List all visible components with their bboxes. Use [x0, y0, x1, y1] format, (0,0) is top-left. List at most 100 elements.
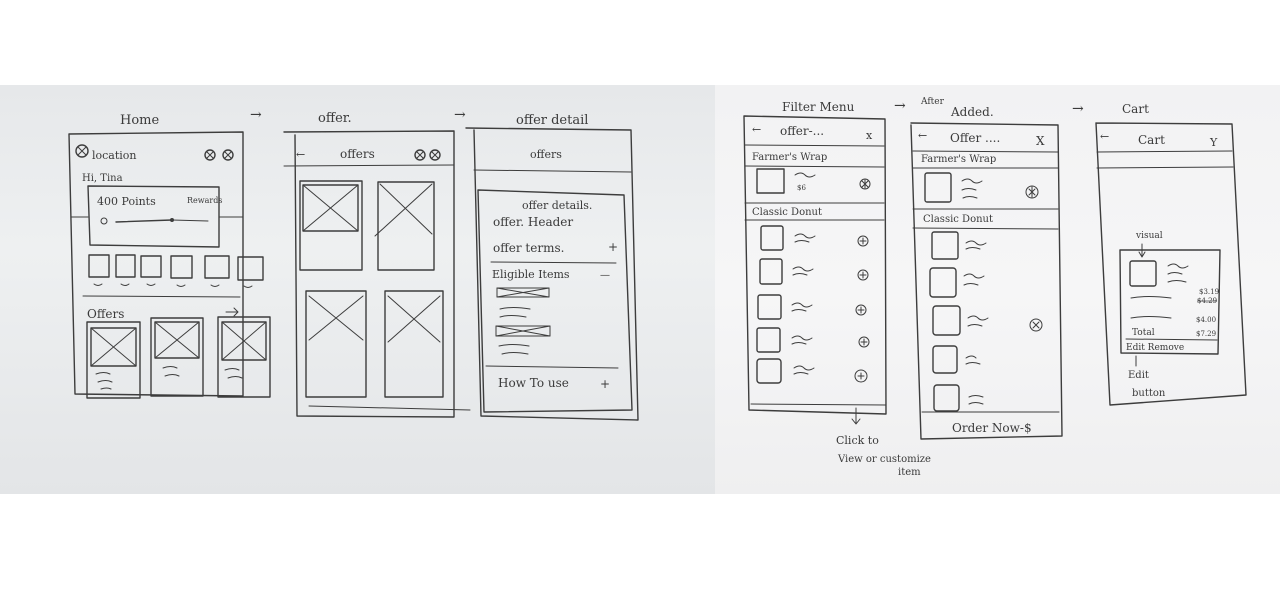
profile-icon[interactable]: [222, 149, 234, 161]
donut-items: [756, 225, 870, 384]
after-added-title: Added.: [950, 105, 994, 119]
list-item[interactable]: [929, 267, 957, 298]
flow-arrow: →: [894, 98, 906, 114]
list-item[interactable]: [932, 345, 958, 374]
offer-screen-title: offer.: [318, 111, 352, 126]
filter-note-line2: View or customize: [837, 454, 931, 465]
cart-phone-frame: [1095, 122, 1247, 406]
how-to-use-label[interactable]: How To use: [498, 376, 569, 390]
filter-note-line1: Click to: [836, 434, 879, 447]
add-item-icon[interactable]: [858, 336, 870, 348]
back-arrow-icon[interactable]: ←: [918, 129, 927, 142]
offer-card[interactable]: [384, 290, 444, 398]
down-arrow: [851, 407, 861, 425]
offer-card[interactable]: [299, 180, 363, 271]
close-icon[interactable]: x: [866, 129, 873, 142]
profile-icon[interactable]: [429, 149, 441, 161]
close-icon[interactable]: Y: [1209, 136, 1218, 149]
cart-summary-card: [1119, 249, 1221, 355]
offer-detail-header: offers: [530, 148, 562, 161]
offer-card[interactable]: [305, 290, 367, 398]
list-item[interactable]: [933, 384, 960, 412]
home-location[interactable]: location: [92, 149, 137, 162]
see-all-arrow-icon[interactable]: [225, 307, 239, 317]
expand-how-to-use-icon[interactable]: +: [600, 377, 610, 391]
cart-item-visual: [1129, 260, 1157, 287]
paper-photo-left: [0, 85, 715, 494]
notification-icon[interactable]: [204, 149, 216, 161]
cart-screen-title: Cart: [1122, 102, 1149, 116]
back-arrow-icon[interactable]: ←: [1100, 130, 1109, 143]
list-item[interactable]: [760, 225, 784, 251]
category-item[interactable]: [88, 254, 110, 278]
filter-menu-title: Filter Menu: [782, 100, 855, 114]
offer-detail-title: offer detail: [516, 113, 588, 128]
category-item[interactable]: [237, 256, 264, 281]
back-arrow-icon[interactable]: ←: [752, 123, 761, 136]
section-farmers-wrap: Farmer's Wrap: [921, 154, 996, 165]
rewards-link[interactable]: Rewards: [187, 196, 222, 205]
add-item-icon[interactable]: [859, 178, 871, 190]
section-farmers-wrap: Farmer's Wrap: [752, 152, 827, 163]
list-item[interactable]: $6: [756, 168, 871, 194]
add-item-icon[interactable]: [857, 269, 869, 281]
offer-detail-screen: offer detail offers offer details. offer…: [465, 113, 639, 421]
filter-menu-screen: Filter Menu ← offer-... x Farmer's Wrap …: [743, 100, 931, 478]
home-greeting: Hi, Tina: [82, 173, 123, 184]
flow-arrow: →: [1072, 101, 1084, 117]
added-item-icon[interactable]: [1025, 185, 1039, 199]
collapse-items-icon[interactable]: —: [600, 270, 610, 281]
eligible-item[interactable]: [496, 287, 550, 298]
offer-detail-phone-frame: [465, 127, 639, 421]
category-item[interactable]: [140, 255, 162, 278]
offer-terms-label[interactable]: offer terms.: [493, 241, 564, 255]
notification-icon[interactable]: [414, 149, 426, 161]
after-added-header: Offer ....: [950, 131, 1000, 145]
eligible-item[interactable]: [495, 325, 551, 337]
paper-photo-right: [715, 85, 1280, 494]
home-title: Home: [120, 113, 159, 128]
back-arrow-icon[interactable]: ←: [296, 148, 305, 161]
offer-grid: [299, 180, 444, 398]
list-item[interactable]: [756, 327, 781, 353]
add-item-icon[interactable]: [855, 304, 867, 316]
cart-price-1: $3.19: [1199, 288, 1219, 296]
eligible-items-label[interactable]: Eligible Items: [492, 268, 570, 281]
points-card[interactable]: [87, 185, 220, 248]
visual-annotation: visual: [1135, 231, 1163, 241]
offer-details-heading: offer details.: [522, 199, 592, 212]
list-item[interactable]: [932, 305, 961, 336]
offer-card[interactable]: [150, 317, 204, 397]
cart-total-value: $7.29: [1196, 330, 1216, 338]
add-item-icon[interactable]: [857, 235, 869, 247]
offer-card[interactable]: [86, 321, 141, 399]
offer-screen: offer. ← offers: [283, 111, 471, 418]
list-item[interactable]: [759, 258, 783, 285]
offer-card[interactable]: [217, 316, 271, 398]
category-item[interactable]: [115, 254, 136, 278]
add-item-icon[interactable]: [854, 369, 868, 383]
expand-terms-icon[interactable]: +: [608, 240, 618, 254]
edit-remove-buttons[interactable]: Edit Remove: [1126, 343, 1184, 353]
list-item[interactable]: [757, 294, 782, 320]
category-item[interactable]: [204, 255, 230, 279]
offer-card[interactable]: [377, 181, 435, 271]
cart-screen: Cart ← Cart Y visual $3.19 $4.29 $4.00 T…: [1095, 102, 1247, 406]
home-screen: Home location Hi, Tina 400 Points Reward…: [68, 113, 271, 399]
order-now-button[interactable]: Order Now-$: [952, 421, 1032, 435]
list-item[interactable]: [756, 358, 782, 384]
flow-arrow: →: [250, 107, 262, 123]
list-item[interactable]: [924, 172, 1039, 203]
location-icon[interactable]: [75, 144, 89, 158]
category-item[interactable]: [170, 255, 193, 279]
list-item[interactable]: [931, 231, 959, 260]
cart-price-2: $4.00: [1196, 316, 1216, 324]
filter-header: offer-...: [780, 124, 824, 138]
close-icon[interactable]: X: [1036, 134, 1045, 148]
item-price: $6: [797, 184, 806, 192]
home-offer-cards: [86, 316, 271, 399]
filter-phone-frame: [743, 115, 887, 415]
flow-arrow: →: [454, 107, 466, 123]
offer-header: offers: [340, 147, 375, 161]
added-item-icon[interactable]: [1029, 318, 1043, 332]
